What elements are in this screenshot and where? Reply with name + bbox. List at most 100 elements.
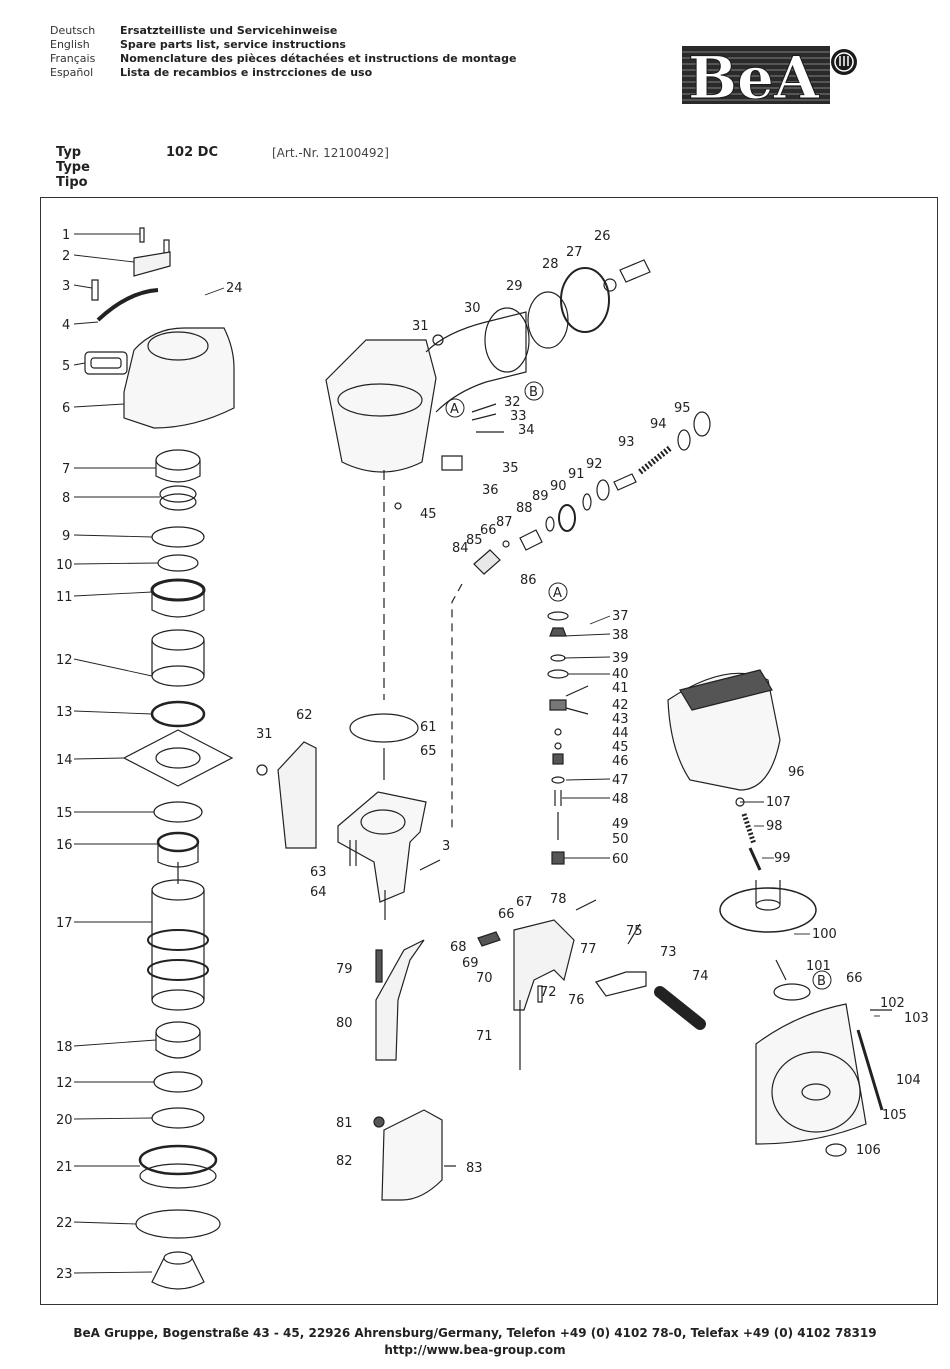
callout-74: 74	[692, 969, 709, 984]
callout-28: 28	[542, 257, 559, 272]
callout-24: 24	[226, 281, 243, 296]
callout-10: 10	[56, 558, 73, 573]
callout-50: 50	[612, 832, 629, 847]
callout-18: 18	[56, 1040, 73, 1055]
callout-65: 65	[420, 744, 437, 759]
callout-45-top: 45	[420, 507, 437, 522]
callout-37: 37	[612, 609, 629, 624]
callout-b-magazine: B	[817, 974, 826, 989]
description-de: Ersatzteilliste und Servicehinweise	[120, 24, 338, 37]
callout-66-valve: 66	[480, 523, 497, 538]
company-address: BeA Gruppe, Bogenstraße 43 - 45, 22926 A…	[73, 1326, 877, 1340]
callout-72: 72	[540, 985, 557, 1000]
callout-96: 96	[788, 765, 805, 780]
callout-46: 46	[612, 754, 629, 769]
callout-106: 106	[856, 1143, 881, 1158]
callout-107: 107	[766, 795, 791, 810]
valve-stack	[547, 611, 589, 865]
callout-39: 39	[612, 651, 629, 666]
callout-85: 85	[466, 533, 483, 548]
callout-5: 5	[62, 359, 70, 374]
callout-78: 78	[550, 892, 567, 907]
callout-82: 82	[336, 1154, 353, 1169]
callout-8: 8	[62, 491, 70, 506]
callout-75: 75	[626, 924, 643, 939]
callout-12: 12	[56, 653, 73, 668]
callout-81: 81	[336, 1116, 353, 1131]
callout-105: 105	[882, 1108, 907, 1123]
leader-lines	[73, 233, 880, 1274]
callout-38: 38	[612, 628, 629, 643]
cylinder-cap-parts	[84, 227, 235, 1290]
language-es: Español	[50, 66, 94, 79]
callout-60: 60	[612, 852, 629, 867]
callout-b-top: B	[529, 385, 538, 400]
callout-31-center: 31	[256, 727, 273, 742]
type-label-en: Type	[56, 160, 90, 175]
language-de: Deutsch	[50, 24, 96, 37]
callout-92: 92	[586, 457, 603, 472]
callout-69: 69	[462, 956, 479, 971]
diagram-frame	[40, 197, 938, 1305]
brand-text: BeA	[688, 44, 820, 112]
callout-27: 27	[566, 245, 583, 260]
callout-32: 32	[504, 395, 521, 410]
valve-assembly	[451, 411, 711, 832]
callout-99: 99	[774, 851, 791, 866]
callout-9: 9	[62, 529, 70, 544]
callout-13: 13	[56, 705, 73, 720]
callout-7: 7	[62, 462, 70, 477]
callout-21: 21	[56, 1160, 73, 1175]
callout-4: 4	[62, 318, 70, 333]
callout-41: 41	[612, 681, 629, 696]
callout-68: 68	[450, 940, 467, 955]
callout-42: 42	[612, 698, 629, 713]
callout-102: 102	[880, 996, 905, 1011]
language-en: English	[50, 38, 90, 51]
callout-89: 89	[532, 489, 549, 504]
article-number: [Art.-Nr. 12100492]	[272, 146, 389, 160]
callout-labels: 1 2 3 4 5 6 7 8 9 10 11 12 13 14 15 16 1…	[56, 228, 929, 1282]
description-en: Spare parts list, service instructions	[120, 38, 346, 51]
callout-48: 48	[612, 792, 629, 807]
callout-35: 35	[502, 461, 519, 476]
callout-67: 67	[516, 895, 533, 910]
callout-29: 29	[506, 279, 523, 294]
callout-49: 49	[612, 817, 629, 832]
language-fr: Français	[50, 52, 96, 65]
callout-71: 71	[476, 1029, 493, 1044]
callout-2: 2	[62, 249, 70, 264]
callout-64: 64	[310, 885, 327, 900]
callout-63: 63	[310, 865, 327, 880]
callout-40: 40	[612, 667, 629, 682]
company-website-link[interactable]: http://www.bea-group.com	[384, 1343, 566, 1357]
callout-66-trigger: 66	[498, 907, 515, 922]
callout-20: 20	[56, 1113, 73, 1128]
callout-23: 23	[56, 1267, 73, 1282]
callout-86: 86	[520, 573, 537, 588]
callout-11: 11	[56, 590, 73, 605]
callout-17: 17	[56, 916, 73, 931]
callout-104: 104	[896, 1073, 921, 1088]
callout-100: 100	[812, 927, 837, 942]
callout-12b: 12	[56, 1076, 73, 1091]
callout-43: 43	[612, 712, 629, 727]
callout-70: 70	[476, 971, 493, 986]
callout-84: 84	[452, 541, 469, 556]
callout-83: 83	[466, 1161, 483, 1176]
main-housing	[325, 259, 651, 700]
callout-15: 15	[56, 806, 73, 821]
callout-34: 34	[518, 423, 535, 438]
magazine	[667, 669, 892, 1157]
callout-93: 93	[618, 435, 635, 450]
callout-103: 103	[904, 1011, 929, 1026]
callout-6: 6	[62, 401, 70, 416]
callout-90: 90	[550, 479, 567, 494]
trigger-group	[477, 899, 706, 1070]
callout-14: 14	[56, 753, 73, 768]
callout-47: 47	[612, 773, 629, 788]
callout-73: 73	[660, 945, 677, 960]
callout-3: 3	[62, 279, 70, 294]
callout-91: 91	[568, 467, 585, 482]
